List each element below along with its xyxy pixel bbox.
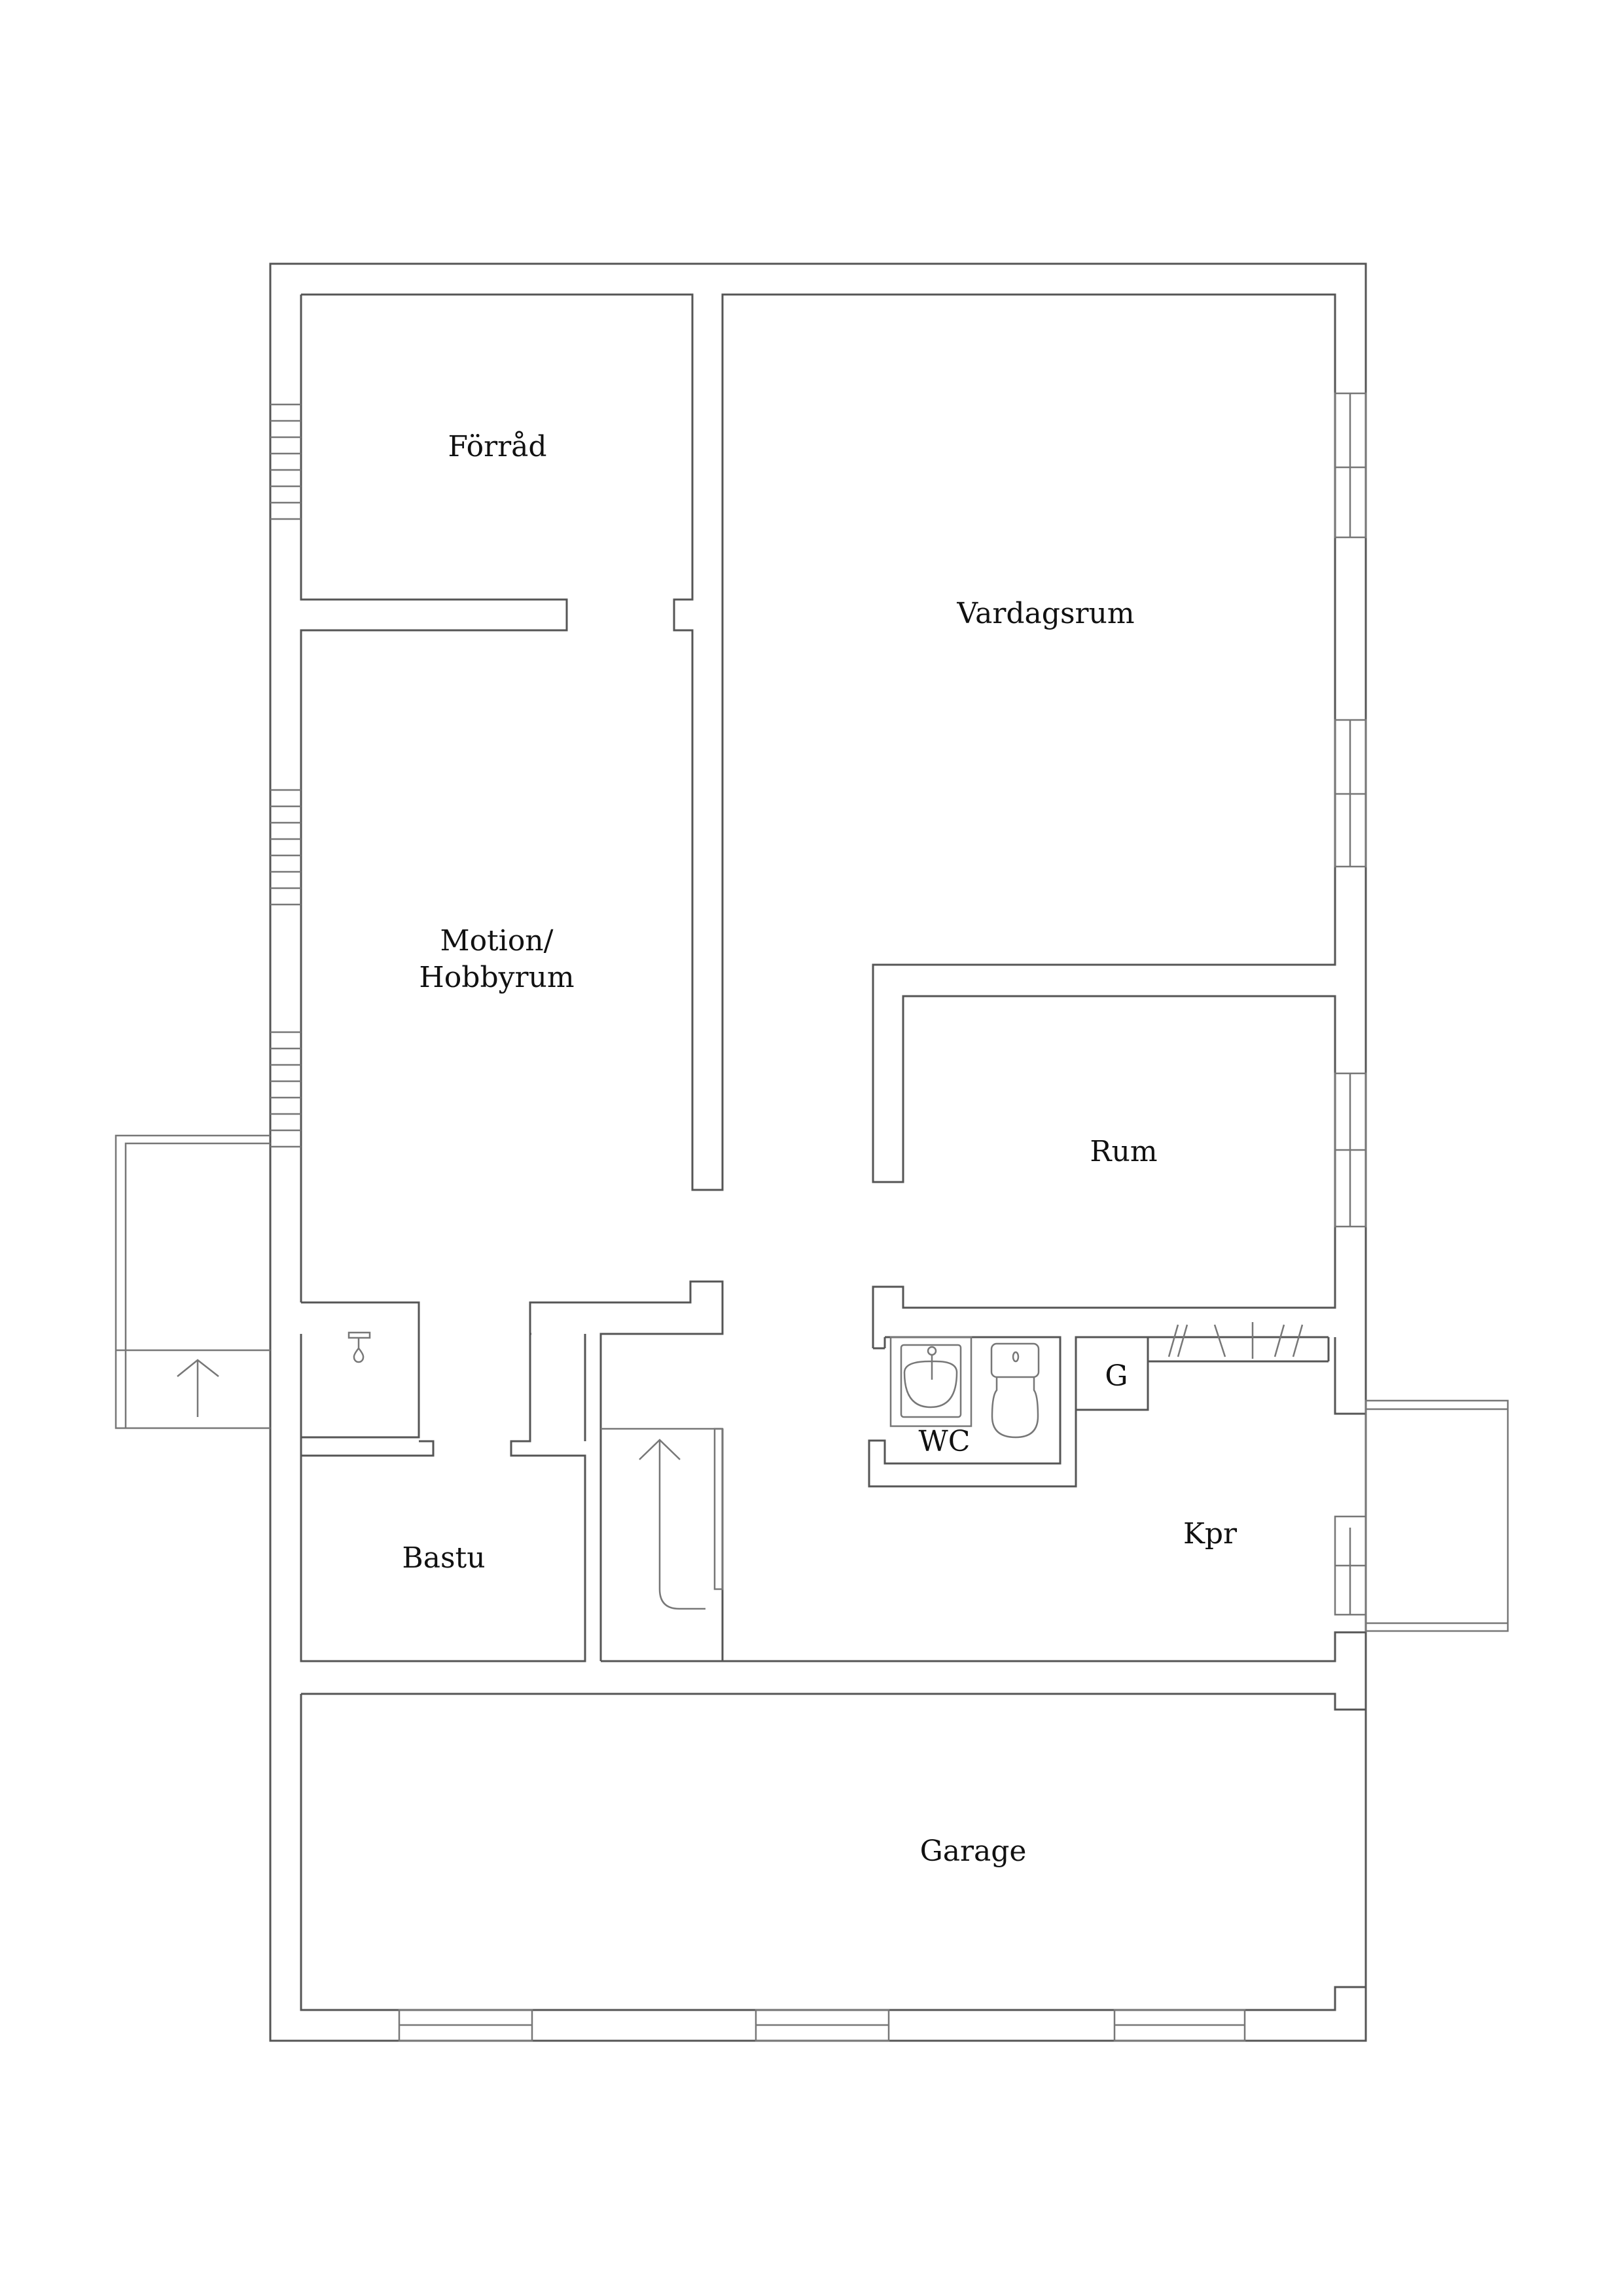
wardrobe-icon: [1168, 1322, 1304, 1359]
window-icon: [270, 789, 301, 906]
room-label-motion: Motion/ Hobbyrum: [419, 923, 574, 996]
inner-walls-middle: [300, 1280, 1366, 1662]
outer-walls: [269, 262, 1367, 2042]
window-icon: [270, 1031, 301, 1148]
toilet-icon: [990, 1342, 1040, 1439]
room-label-kpr: Kpr: [1183, 1517, 1238, 1551]
room-label-garage: Garage: [919, 1835, 1027, 1868]
room-label-g: G: [1105, 1359, 1128, 1393]
right-terrace: [1364, 1399, 1509, 1632]
shower-icon: [348, 1331, 371, 1363]
room-label-vardagsrum: Vardagsrum: [957, 597, 1135, 630]
window-icon: [270, 403, 301, 520]
window-icon: [1334, 392, 1367, 1616]
room-label-bastu: Bastu: [402, 1541, 486, 1575]
washbasin-icon: [889, 1336, 972, 1427]
stairs-arrow-up-icon: [177, 1359, 219, 1417]
room-label-forrad: Förråd: [448, 430, 547, 463]
left-terrace: [115, 1134, 270, 1429]
window-icon: [398, 2009, 1246, 2042]
room-label-rum: Rum: [1090, 1135, 1158, 1168]
stairs-arrow-up-icon: [601, 1427, 724, 1610]
room-label-motion-line1: Motion/: [440, 924, 554, 958]
room-label-wc: WC: [918, 1425, 971, 1458]
room-label-motion-line2: Hobbyrum: [419, 961, 575, 994]
room-forrad-walls: [300, 293, 1336, 1348]
garage-walls: [300, 1693, 1366, 2011]
